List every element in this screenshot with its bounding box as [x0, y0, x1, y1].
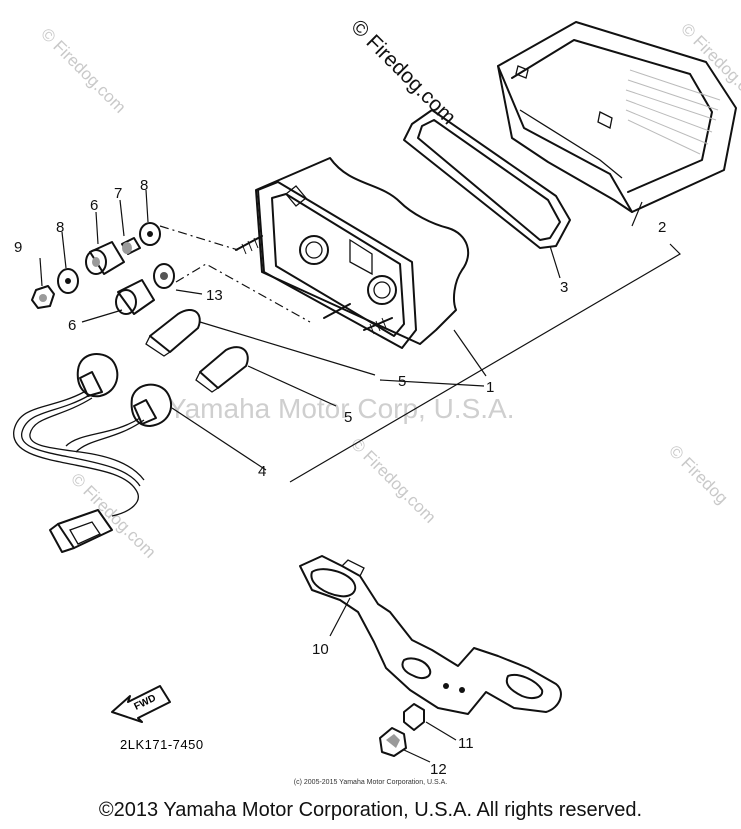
callout-8-upper: 8: [140, 177, 148, 194]
watermark-center: © Firedog.com: [346, 15, 460, 129]
wiring-harness: [13, 353, 267, 553]
nut-9: [31, 285, 55, 309]
callout-numbers: 1 2 3 4 5 5 6 6 7 8 8 9 10 11 12 13: [14, 177, 666, 778]
callout-12: 12: [430, 761, 447, 778]
watermark-center-lower: © Firedog.com: [347, 434, 439, 526]
callout-13: 13: [206, 287, 223, 304]
watermark-corner-left: © Firedog.com: [37, 24, 129, 116]
footer-copyright: ©2013 Yamaha Motor Corporation, U.S.A. A…: [98, 799, 643, 821]
small-copyright: (c) 2005-2015 Yamaha Motor Corporation, …: [293, 779, 448, 786]
forward-arrow: FWD: [111, 685, 171, 723]
lens-housing: [497, 21, 737, 213]
collar-7: [121, 237, 141, 255]
lamp-base-plate: [235, 157, 470, 349]
license-bracket: [299, 555, 562, 715]
washer-13: [153, 263, 175, 289]
grommet-6-bottom: [115, 279, 155, 315]
nut-12: [379, 727, 431, 763]
callout-1: 1: [486, 379, 494, 396]
watermark-yamaha: Yamaha Motor Corp, U.S.A.: [168, 393, 515, 424]
washer-8-right: [139, 222, 161, 246]
callout-10: 10: [312, 641, 329, 658]
bulb-5-lower: [195, 346, 337, 407]
callout-5-upper: 5: [398, 373, 406, 390]
diagram-part-code: 2LK171-7450: [120, 737, 204, 752]
callout-leaders: [39, 189, 681, 637]
callout-11: 11: [458, 735, 474, 752]
callout-4: 4: [258, 463, 266, 480]
callout-6-upper: 6: [90, 197, 98, 214]
callout-8-lower: 8: [56, 219, 64, 236]
callout-3: 3: [560, 279, 568, 296]
gasket: [403, 109, 571, 249]
callout-2: 2: [658, 219, 666, 236]
bulb-5-upper: [145, 309, 376, 376]
callout-5-lower: 5: [344, 409, 352, 426]
washer-8-left: [57, 268, 79, 294]
grommet-6-top: [85, 241, 125, 275]
callout-7: 7: [114, 185, 122, 202]
callout-6-lower: 6: [68, 317, 76, 334]
nut-11: [403, 703, 457, 741]
watermark-right-mid: © Firedog: [665, 441, 731, 507]
callout-9: 9: [14, 239, 22, 256]
